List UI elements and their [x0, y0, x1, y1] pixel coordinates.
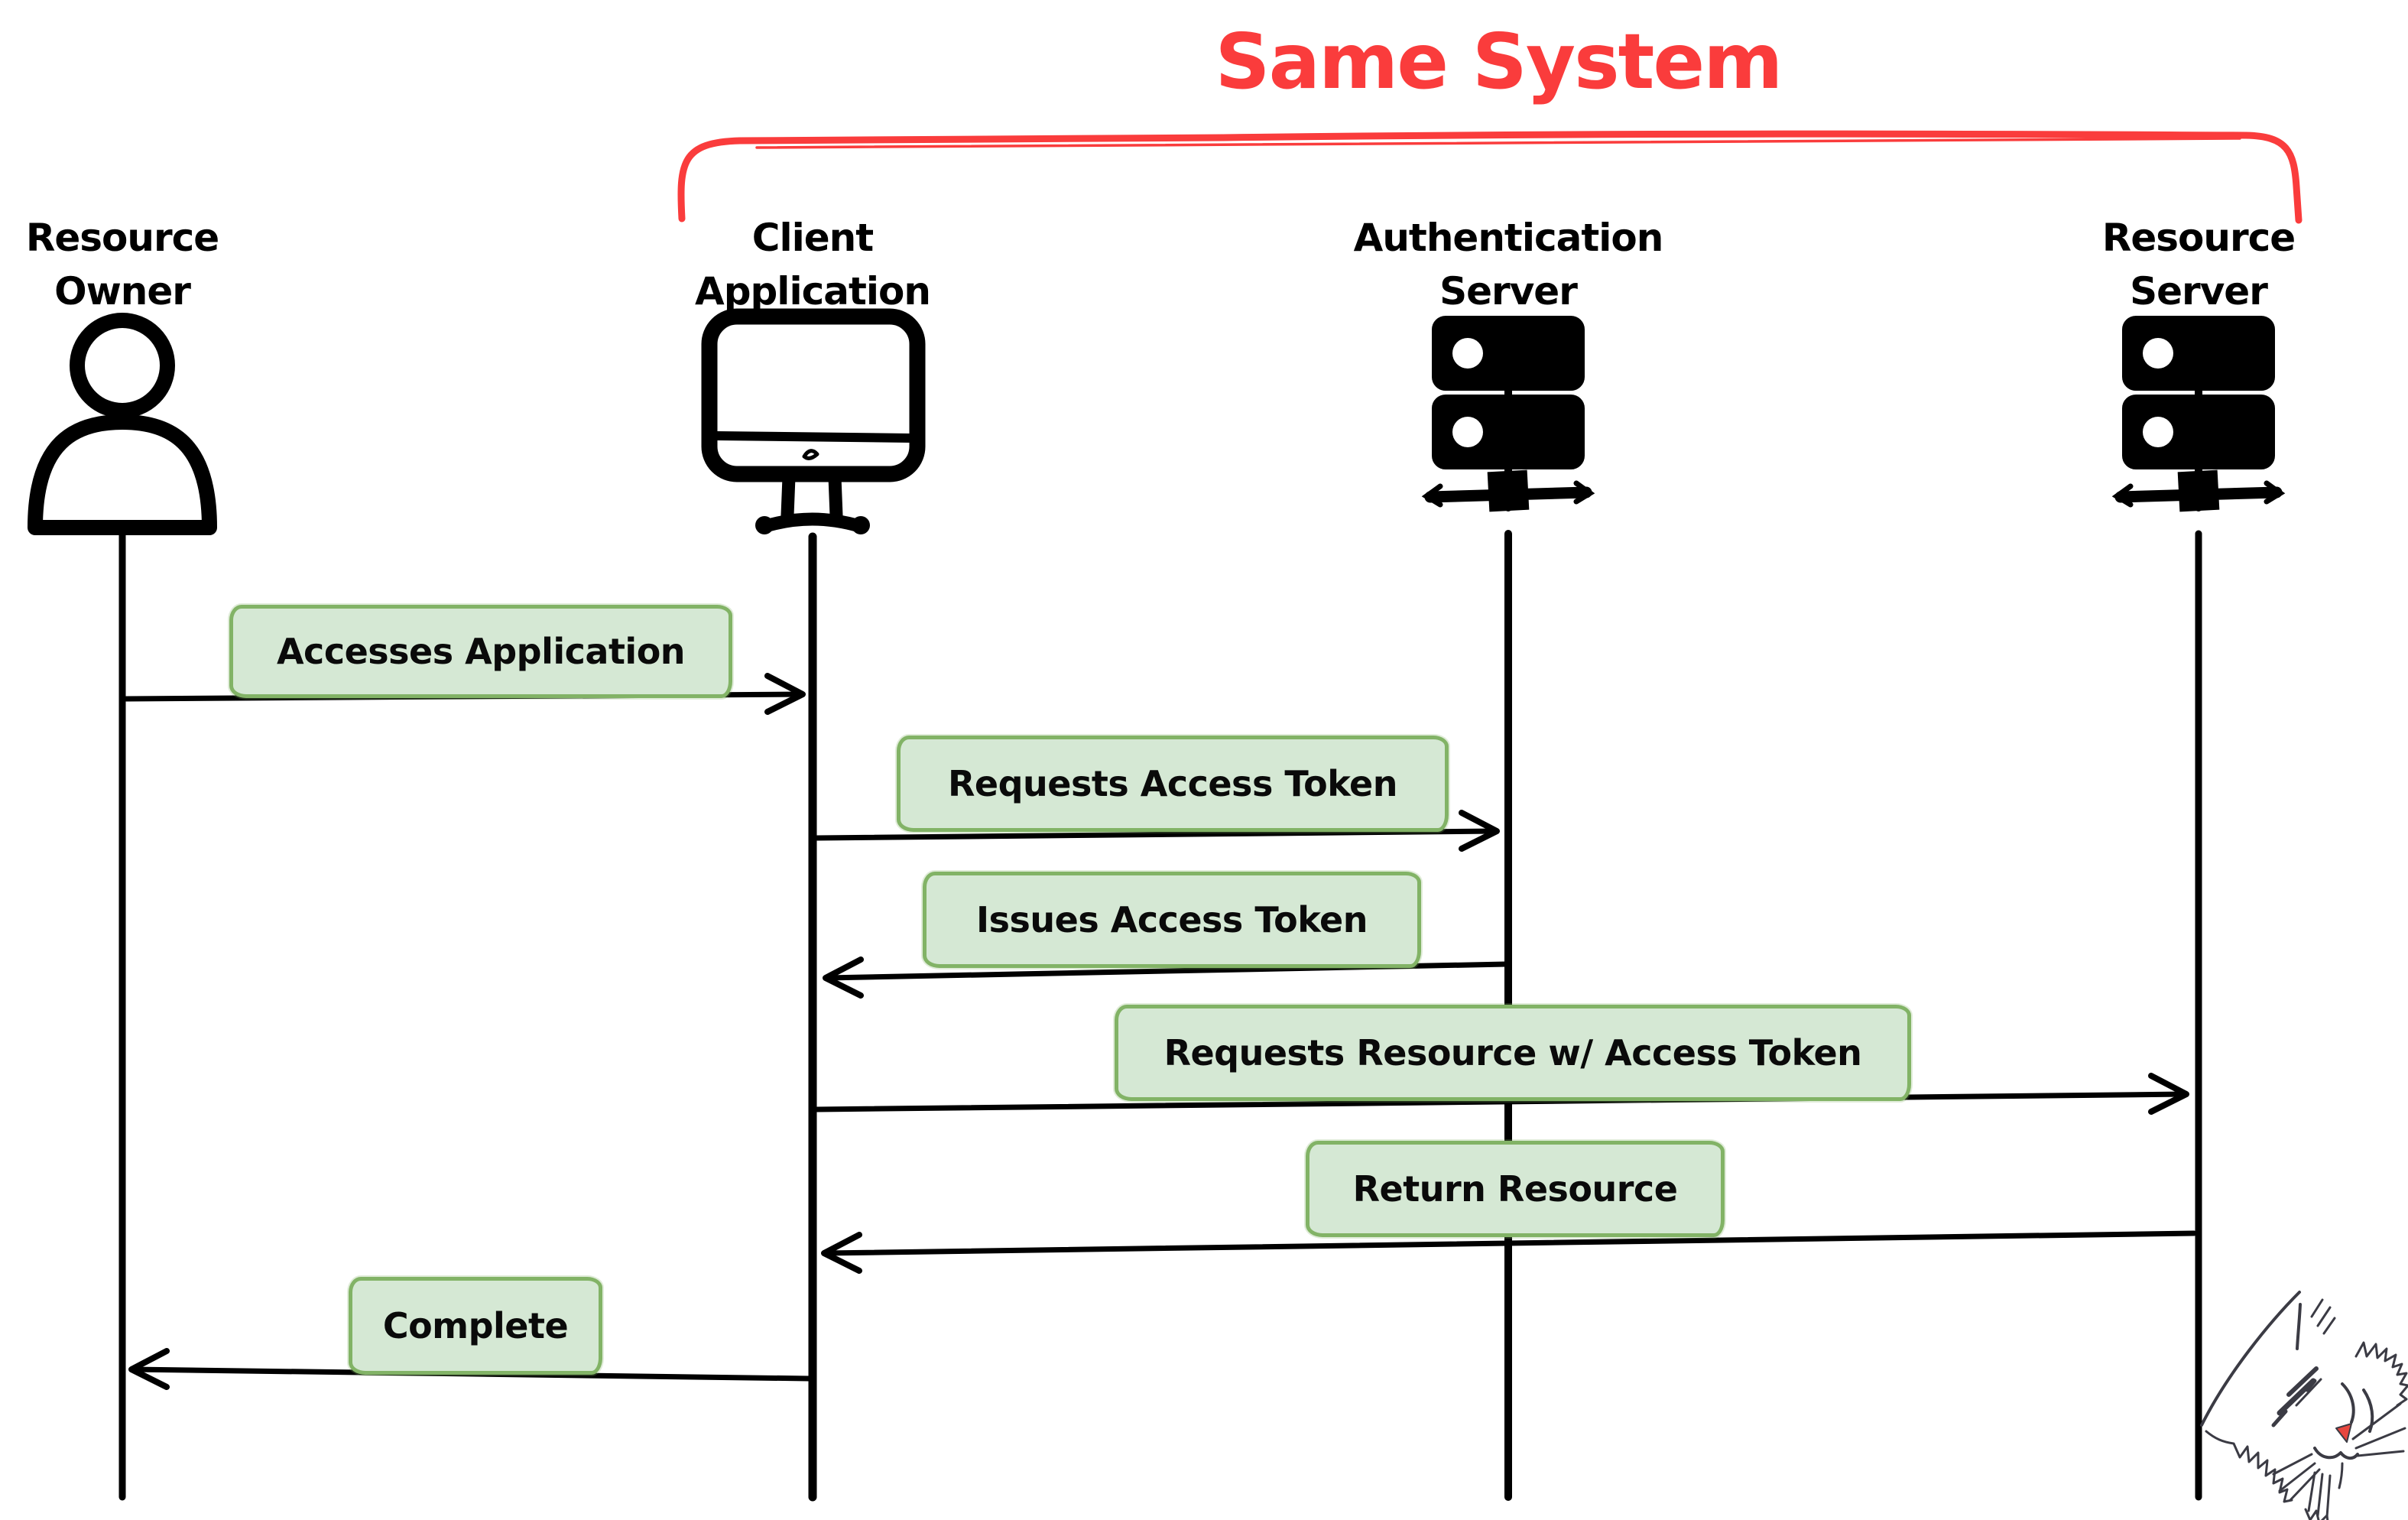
message-box: Requests Resource w/ Access Token [1115, 1005, 1911, 1101]
message-box: Return Resource [1306, 1141, 1725, 1237]
person-icon [28, 313, 217, 535]
message-label: Accesses Application [276, 631, 686, 672]
actor-label-line: Client [751, 216, 874, 260]
message-arrow-requests-access-token [814, 810, 1500, 852]
message-box: Requests Access Token [897, 736, 1449, 832]
actor-label-resource-owner: Resource Owner [0, 211, 336, 318]
message-label: Requests Access Token [947, 763, 1398, 804]
message-label: Requests Resource w/ Access Token [1163, 1032, 1862, 1073]
actor-label-line: Resource [25, 216, 219, 260]
message-box: Accesses Application [229, 605, 732, 698]
actor-label-line: Owner [54, 269, 191, 313]
monitor-icon [701, 308, 926, 534]
message-label: Return Resource [1352, 1168, 1678, 1210]
actor-label-line: Server [1439, 269, 1578, 313]
message-box: Complete [349, 1277, 602, 1375]
arrowhead-icon [821, 1232, 862, 1274]
message-box: Issues Access Token [923, 872, 1421, 968]
actor-label-line: Application [695, 269, 931, 313]
actor-label-client-application: Client Application [599, 211, 1027, 318]
server-icon [2117, 318, 2280, 512]
arrowhead-icon [1459, 810, 1500, 852]
arrowhead-icon [823, 956, 864, 999]
actor-label-line: Server [2130, 269, 2268, 313]
message-arrow-return-resource [821, 1230, 2197, 1274]
message-label: Complete [382, 1305, 569, 1346]
actor-label-line: Resource [2101, 216, 2296, 260]
cat-nose [2335, 1423, 2352, 1443]
server-icon [1421, 316, 1595, 512]
actor-label-line: Authentication [1353, 216, 1664, 260]
actor-label-authentication-server: Authentication Server [1294, 211, 1722, 318]
message-label: Issues Access Token [976, 899, 1368, 940]
diagram-title: Same System [1215, 17, 1783, 106]
same-system-bracket [677, 130, 2303, 224]
arrowhead-icon [128, 1348, 170, 1390]
message-arrow-requests-resource [814, 1073, 2189, 1115]
arrowhead-icon [764, 673, 806, 715]
actor-label-resource-server: Resource Server [1984, 211, 2408, 318]
arrowhead-icon [2148, 1073, 2189, 1115]
cat-doodle [2200, 1291, 2408, 1520]
